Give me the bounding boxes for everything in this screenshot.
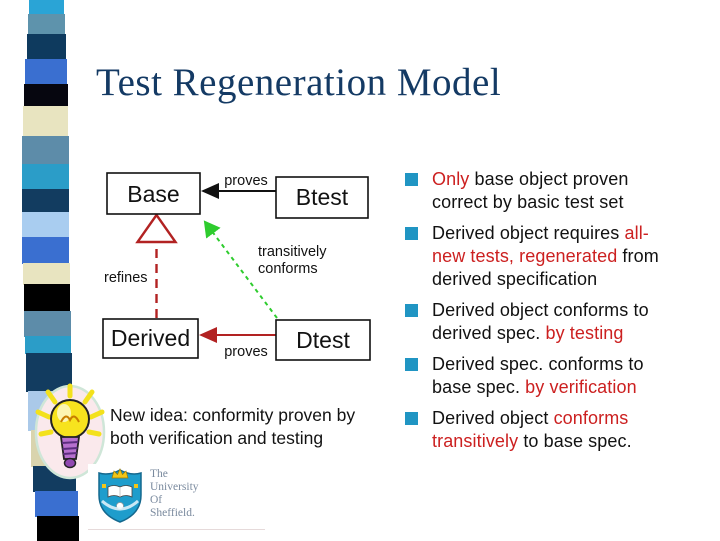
sidebar-block bbox=[23, 284, 71, 312]
derived-label: Derived bbox=[111, 325, 190, 351]
bullet-square-icon bbox=[405, 173, 418, 186]
derived-box bbox=[102, 318, 199, 359]
sidebar-block bbox=[24, 311, 71, 337]
page-title: Test Regeneration Model bbox=[96, 61, 502, 104]
bullet-square-icon bbox=[405, 227, 418, 240]
btest-label: Btest bbox=[296, 184, 349, 210]
bullet-text: Derived object requires all-new tests, r… bbox=[432, 223, 659, 289]
conforms-label: conforms bbox=[258, 261, 318, 277]
sidebar-block bbox=[26, 34, 67, 60]
refines-generalization-triangle bbox=[135, 212, 178, 244]
sidebar-block bbox=[22, 212, 70, 238]
new-idea-note: New idea: conformity proven by both veri… bbox=[110, 404, 355, 450]
transitively-conforms-arrow bbox=[203, 220, 278, 319]
bullet-square-icon bbox=[405, 412, 418, 425]
bullet-square-icon bbox=[405, 304, 418, 317]
sidebar-block bbox=[25, 336, 72, 354]
sidebar-block bbox=[26, 353, 72, 392]
uml-diagram: Base Btest Derived Dtest proves proves r… bbox=[102, 172, 371, 361]
sidebar-block bbox=[23, 106, 69, 137]
logo-text-line: Sheffield. bbox=[150, 507, 195, 519]
note-line: New idea: conformity proven by bbox=[110, 405, 356, 425]
sidebar-block bbox=[22, 189, 69, 213]
sidebar-block bbox=[22, 164, 69, 190]
sidebar-block bbox=[22, 136, 69, 165]
btest-box bbox=[275, 176, 369, 219]
logo-text-line: University bbox=[150, 481, 199, 493]
sidebar-block bbox=[34, 491, 78, 517]
dtest-label: Dtest bbox=[296, 327, 350, 353]
transitively-label: transitively bbox=[258, 244, 327, 260]
logo-text-line: The bbox=[150, 468, 168, 480]
logo-text-line: Of bbox=[150, 494, 163, 506]
sidebar-block bbox=[28, 14, 66, 35]
sidebar-block bbox=[22, 237, 70, 264]
base-box bbox=[106, 172, 201, 215]
proves-bottom-label: proves bbox=[224, 344, 268, 360]
sidebar-block bbox=[36, 516, 80, 541]
sidebar-block bbox=[24, 84, 68, 107]
bullet-square-icon bbox=[405, 358, 418, 371]
university-logo: The University Of Sheffield. bbox=[88, 464, 265, 530]
sidebar-block bbox=[25, 59, 68, 85]
base-label: Base bbox=[127, 181, 179, 207]
sidebar-block bbox=[29, 0, 65, 15]
note-line: both verification and testing bbox=[110, 428, 324, 448]
university-name: The University Of Sheffield. bbox=[150, 468, 199, 520]
lightbulb-icon bbox=[34, 383, 106, 480]
dtest-box bbox=[275, 319, 371, 361]
university-shield-icon bbox=[98, 468, 142, 523]
proves-top-label: proves bbox=[224, 173, 268, 189]
bullet-item: Derived object requires all-new tests, r… bbox=[403, 222, 719, 291]
sidebar-block bbox=[22, 263, 70, 285]
refines-label: refines bbox=[104, 270, 148, 286]
